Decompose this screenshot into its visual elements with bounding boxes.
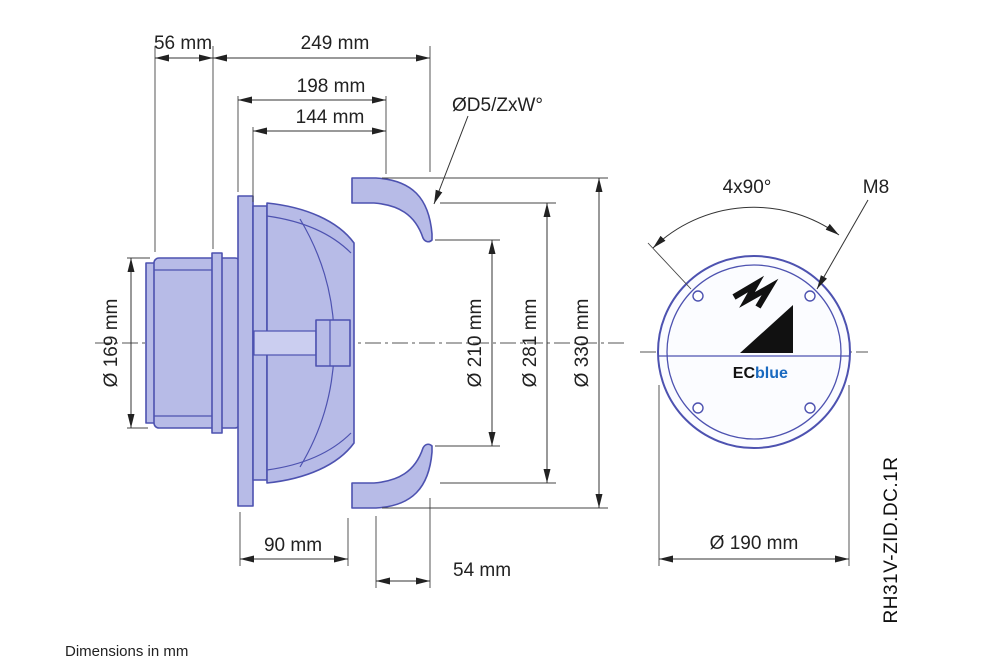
dimension-bolt-pattern: 4x90° [647,177,840,290]
dim-label-281mm: Ø 281 mm [520,299,541,388]
logo-text-blue: blue [755,365,788,382]
bolt-hole-top-left [692,290,704,302]
inlet-ring [351,177,433,509]
bore-label: ØD5/ZxW° [452,95,543,116]
front-view: EC blue 4x90° M8 Ø 190 mm RH31V-ZID.DC.1… [640,177,902,623]
dim-label-m8: M8 [863,177,889,198]
dim-label-56mm: 56 mm [154,33,212,54]
ecblue-logo: EC blue [732,275,793,382]
model-number: RH31V-ZID.DC.1R [881,457,902,624]
dim-label-90mm: 90 mm [264,535,322,556]
dimension-210mm: Ø 210 mm [435,239,500,447]
dimension-56mm: 56 mm [154,33,214,252]
motor-ring [211,252,223,434]
side-view: 56 mm 249 mm 198 mm 144 mm ØD5/ZxW° [95,33,625,588]
dim-label-198mm: 198 mm [297,76,366,97]
dimension-190mm: Ø 190 mm [658,385,850,566]
dimension-90mm: 90 mm [239,512,349,566]
footer-note: Dimensions in mm [65,643,188,659]
dim-label-249mm: 249 mm [301,33,370,54]
bore-callout: ØD5/ZxW° [433,95,543,205]
mount-plate-outer [237,195,254,507]
dimension-249mm: 249 mm [213,33,431,172]
logo-triangle-icon [740,305,793,353]
dimension-330mm: Ø 330 mm [382,177,608,509]
bolt-hole-top-right [804,290,816,302]
dimension-281mm: Ø 281 mm [440,202,556,484]
dimension-54mm: 54 mm [375,498,511,588]
shaft [253,330,317,356]
inlet-bell-top [351,177,433,243]
hub [315,319,351,367]
logo-zigzag-icon [732,275,779,309]
bolt-hole-bottom-right [804,402,816,414]
inlet-bell-bottom [351,443,433,509]
impeller [253,202,355,484]
motor-body [153,257,241,429]
dimension-144mm: 144 mm [252,107,386,202]
bolt-thread-callout: M8 [816,177,889,290]
dim-label-144mm: 144 mm [296,107,365,128]
logo-text-ec: EC [733,365,756,382]
dim-label-4x90: 4x90° [723,177,772,198]
inner-circle [666,264,842,440]
bolt-hole-bottom-left [692,402,704,414]
bolt-holes [692,290,816,414]
dimension-198mm: 198 mm [237,76,387,192]
dim-label-190mm: Ø 190 mm [710,533,799,554]
dimension-169mm: Ø 169 mm [101,257,150,429]
dim-label-330mm: Ø 330 mm [572,299,593,388]
dim-label-210mm: Ø 210 mm [465,299,486,388]
motor-outline [145,252,241,434]
dim-label-169mm: Ø 169 mm [101,299,122,388]
dim-label-54mm: 54 mm [453,560,511,581]
